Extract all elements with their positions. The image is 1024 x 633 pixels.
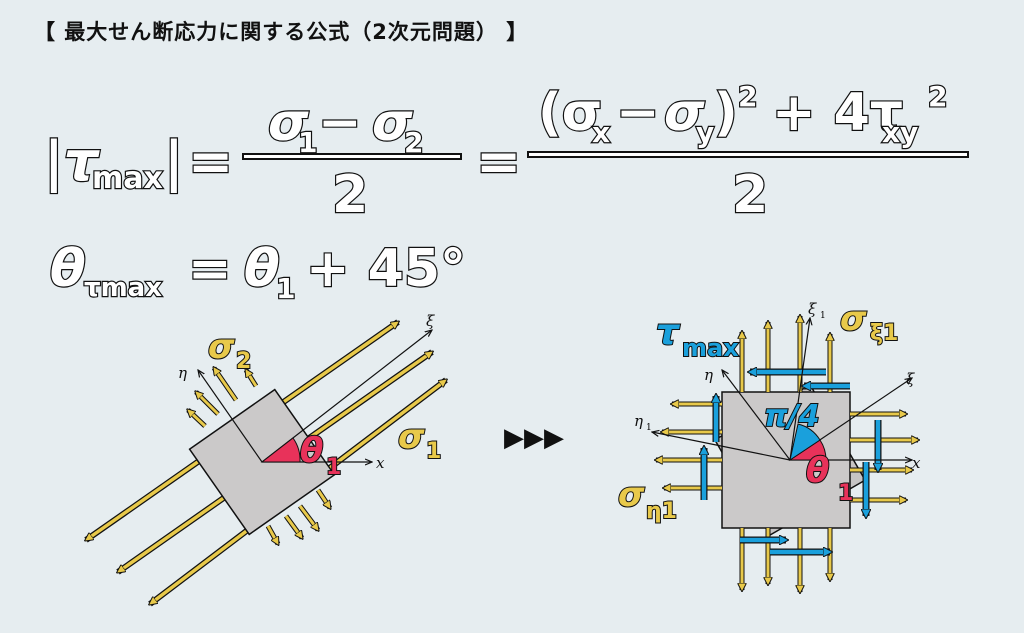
- sigma1-symbol: σ: [268, 93, 309, 153]
- x-axis-label: x: [376, 454, 385, 472]
- minus-sign-2: −: [616, 83, 660, 143]
- theta1-subscript: 1: [838, 481, 853, 506]
- equals-sign-3: =: [188, 239, 232, 299]
- eta1-axis-subscript: 1: [646, 423, 652, 433]
- sigma2-label: σ: [208, 327, 235, 367]
- x-subscript: x: [592, 116, 610, 149]
- close-paren: ): [714, 83, 738, 143]
- theta1-subscript: 1: [326, 455, 341, 480]
- plus-45-degrees: + 45°: [306, 239, 466, 299]
- xi1-axis-subscript: 1: [820, 311, 826, 321]
- denominator-2: 2: [732, 165, 768, 225]
- fraction-bar-1: [242, 153, 462, 160]
- max-shear-equation: |τ max | = σ 1 − σ 2 2 = (σ x − σ y ) 2 …: [43, 79, 969, 226]
- denominator-1: 2: [332, 165, 368, 225]
- eta-axis: [722, 370, 791, 461]
- sigma2-arrows: [188, 368, 330, 544]
- transform-arrow-icon: ▶▶▶: [504, 423, 564, 453]
- angle-equation: θ τmax = θ 1 + 45°: [49, 238, 467, 306]
- eta1-axis-label: η: [634, 412, 643, 430]
- theta1-symbol: θ: [244, 239, 280, 299]
- xi-axis-label: ξ: [906, 370, 915, 388]
- tau-max-arrows: [704, 372, 878, 552]
- theta-symbol: θ: [50, 239, 86, 299]
- xi-axis-label: ξ: [426, 312, 435, 330]
- sigma2-subscript: 2: [404, 126, 423, 159]
- square-exponent-1: 2: [738, 80, 757, 113]
- sigma2-symbol: σ: [372, 93, 413, 153]
- eta1-axis: [652, 432, 791, 461]
- tau-max-subscript: max: [682, 334, 739, 362]
- tau-symbol: |τ: [44, 130, 101, 193]
- abs-bar: |: [164, 130, 184, 193]
- left-stress-diagram: x ξ η σ 2 σ 1 θ 1: [86, 312, 446, 607]
- pi-over-4-label: π/4: [764, 399, 820, 434]
- sigma-eta1-label: σ: [618, 475, 645, 515]
- eta-axis: [198, 370, 263, 463]
- xy-subscript: xy: [882, 116, 918, 149]
- eta-axis-label: η: [178, 364, 187, 382]
- sigma2-subscript: 2: [236, 349, 251, 374]
- equals-sign-1: =: [188, 130, 233, 193]
- fraction-bar-2: [527, 151, 969, 158]
- sigma-eta1-subscript: η1: [646, 499, 677, 524]
- theta1-subscript: 1: [276, 272, 295, 305]
- sigma-eta1-arrows: [656, 404, 918, 500]
- theta1-label: θ: [300, 431, 323, 471]
- tau-max-label: τ: [656, 312, 681, 353]
- xi1-axis: [789, 318, 810, 461]
- theta1-label: θ: [806, 451, 829, 491]
- theta-subscript: τmax: [84, 273, 162, 303]
- sigma1-subscript: 1: [298, 126, 317, 159]
- pi4-wedge: [789, 423, 821, 462]
- sigma-xi1-label: σ: [840, 299, 867, 339]
- sigma1-subscript: 1: [426, 439, 441, 464]
- tau-max-subscript: max: [92, 161, 163, 196]
- y-subscript: y: [696, 116, 714, 149]
- right-stress-diagram: x ξ ξ 1 η η 1 τ max σ ξ1 σ η1 π/4 θ 1: [617, 298, 921, 592]
- sigma-y-symbol: σ: [664, 83, 705, 143]
- paren-sigma-x: (σ: [538, 83, 602, 143]
- xi1-axis-label: ξ: [808, 300, 817, 318]
- plus-4tau: + 4τ: [772, 83, 903, 143]
- x-axis-label: x: [912, 454, 921, 472]
- square-exponent-2: 2: [928, 80, 947, 113]
- sigma1-label: σ: [398, 417, 425, 457]
- equals-sign-2: =: [476, 130, 521, 193]
- theta1-wedge: [260, 437, 301, 463]
- eta-axis-label: η: [704, 366, 713, 384]
- page-title: 【 最大せん断応力に関する公式（2次元問題） 】: [34, 20, 529, 44]
- sigma-xi1-subscript: ξ1: [870, 321, 898, 346]
- minus-sign-1: −: [318, 93, 362, 153]
